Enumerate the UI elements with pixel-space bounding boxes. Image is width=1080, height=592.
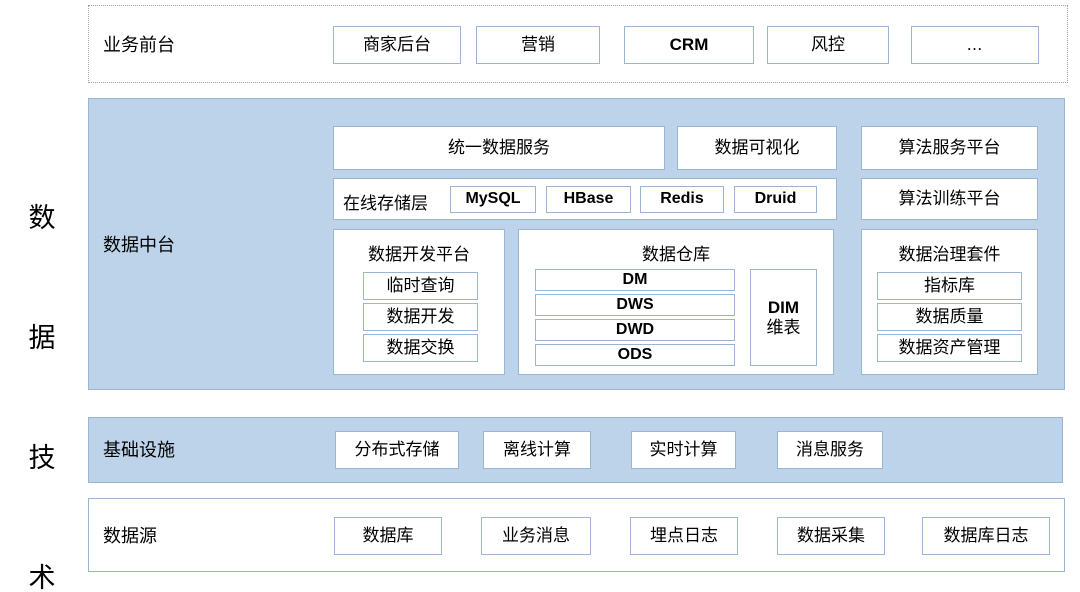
node-database[interactable]: 数据库 (334, 517, 442, 555)
node-algo-service-platform[interactable]: 算法服务平台 (861, 126, 1038, 170)
node-message-service[interactable]: 消息服务 (777, 431, 883, 469)
node-dwh-layer-dm[interactable]: DM (535, 269, 735, 291)
band-label-business-front: 业务前台 (103, 35, 175, 55)
node-data-visualization[interactable]: 数据可视化 (677, 126, 837, 170)
node-druid[interactable]: Druid (734, 186, 817, 213)
node-data-quality[interactable]: 数据质量 (877, 303, 1022, 331)
node-data-collection[interactable]: 数据采集 (777, 517, 885, 555)
node-unified-data-service[interactable]: 统一数据服务 (333, 126, 665, 170)
node-dim-label-abbrev: DIM (767, 297, 800, 317)
node-data-development[interactable]: 数据开发 (363, 303, 478, 331)
title-char-3: 术 (28, 563, 56, 592)
node-distributed-storage[interactable]: 分布式存储 (335, 431, 459, 469)
label-online-storage-layer: 在线存储层 (343, 194, 428, 213)
node-database-log[interactable]: 数据库日志 (922, 517, 1050, 555)
node-tracking-log[interactable]: 埋点日志 (630, 517, 738, 555)
node-dwh-layer-ods[interactable]: ODS (535, 344, 735, 366)
title-data-dev-platform: 数据开发平台 (368, 245, 470, 264)
node-dim-label-cn: 维表 (766, 317, 801, 337)
title-char-0: 数 (28, 203, 56, 233)
node-metric-library[interactable]: 指标库 (877, 272, 1022, 300)
node-risk-control[interactable]: 风控 (767, 26, 889, 64)
node-offline-computing[interactable]: 离线计算 (483, 431, 591, 469)
node-more-ellipsis[interactable]: ... (911, 26, 1039, 64)
band-label-data-middle-platform: 数据中台 (103, 235, 175, 255)
node-merchant-backend[interactable]: 商家后台 (333, 26, 461, 64)
band-label-data-source: 数据源 (103, 526, 157, 546)
title-char-2: 技 (28, 443, 56, 473)
node-data-asset-management[interactable]: 数据资产管理 (877, 334, 1022, 362)
node-data-exchange[interactable]: 数据交换 (363, 334, 478, 362)
node-dwh-layer-dwd[interactable]: DWD (535, 319, 735, 341)
node-algo-training-platform[interactable]: 算法训练平台 (861, 178, 1038, 220)
node-realtime-computing[interactable]: 实时计算 (631, 431, 736, 469)
node-ad-hoc-query[interactable]: 临时查询 (363, 272, 478, 300)
node-mysql[interactable]: MySQL (450, 186, 536, 213)
node-hbase[interactable]: HBase (546, 186, 631, 213)
title-data-governance-suite: 数据治理套件 (898, 245, 1001, 264)
node-dwh-layer-dws[interactable]: DWS (535, 294, 735, 316)
title-char-1: 据 (28, 323, 56, 353)
node-redis[interactable]: Redis (640, 186, 724, 213)
title-data-warehouse: 数据仓库 (642, 245, 710, 264)
node-crm[interactable]: CRM (624, 26, 754, 64)
page-title-vertical: 数 据 技 术 中 台 架 构 图 (16, 118, 68, 592)
node-business-message[interactable]: 业务消息 (481, 517, 591, 555)
node-marketing[interactable]: 营销 (476, 26, 600, 64)
band-label-infrastructure: 基础设施 (103, 440, 175, 460)
node-dim-table[interactable]: DIM 维表 (750, 269, 817, 366)
